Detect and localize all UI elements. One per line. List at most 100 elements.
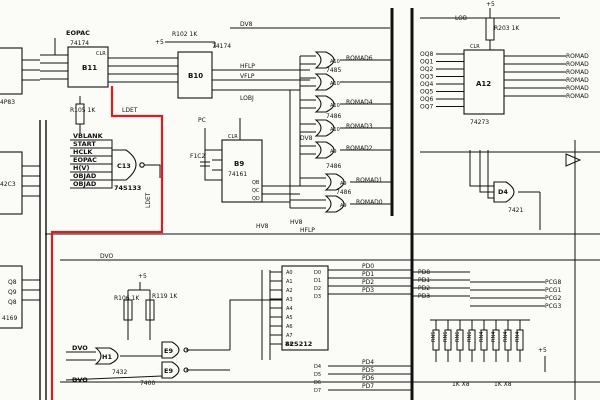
d4-label: D4 [498, 188, 508, 196]
g7421-label: 7421 [508, 207, 523, 214]
nand-gate-e9 [161, 341, 180, 359]
oq-2: OQ2 [420, 66, 433, 73]
plus5-right-label: +5 [486, 1, 495, 8]
left-chip-mid [0, 151, 23, 215]
xor-gate-7 [324, 195, 345, 213]
b10-ref-label: B10 [188, 72, 203, 80]
hv3-label: HV8 [290, 219, 303, 226]
xor-gate-1 [314, 51, 335, 69]
dvo2-lower-label: DVO [72, 376, 88, 384]
b9-qb-label: QB [252, 180, 260, 186]
or-gate-h1 [94, 347, 119, 365]
prom-pin-a1: A1 [286, 279, 293, 285]
rn-resistor-2 [456, 320, 464, 362]
pd-out-3: PD3 [362, 287, 374, 294]
p7432-label: 7432 [112, 369, 127, 376]
left-q-label-1: Q8 [8, 279, 17, 286]
prom-pin-a4: A4 [286, 306, 293, 312]
e9-label: E9 [164, 347, 173, 355]
rn-label-3: RN6 [467, 332, 473, 342]
nand-gate-e9b [161, 361, 180, 379]
n7486b-label: 7486 [326, 163, 341, 170]
a10-label-1: A10 [330, 59, 340, 65]
romad4-label: ROMAD4 [346, 99, 373, 106]
objad-label: OBJAD [73, 172, 97, 180]
eopac2-label: EOPAC [73, 156, 97, 164]
prom-pin-a5: A5 [286, 315, 293, 321]
romad-right-1: ROMAD [566, 61, 589, 68]
oq-5: OQ5 [420, 89, 433, 96]
start-label: START [73, 140, 96, 148]
pd-out-0: PD0 [362, 263, 374, 270]
ldet-label-top: LDET [122, 107, 138, 114]
xor-gate-5 [314, 141, 335, 159]
prom-data-pin-d1: D1 [314, 278, 321, 284]
left-q-label-3: Q8 [8, 299, 17, 306]
c13-ref-label: C13 [117, 162, 131, 170]
romad3-label: ROMAD3 [346, 123, 373, 130]
pd-out-1: PD1 [362, 271, 374, 278]
vflp-label: VFLP [240, 73, 255, 80]
pcg-2: PCG2 [545, 295, 561, 302]
plus5-label: +5 [155, 39, 164, 46]
b10-part-label: 74174 [212, 43, 231, 50]
b9-part-label: 74161 [228, 171, 247, 178]
a9-label-1: A9 [330, 149, 337, 155]
oq-7: OQ7 [420, 104, 433, 111]
left-chip-top-label: 4P83 [0, 99, 15, 106]
left-chip-wires [22, 59, 40, 301]
hflp2-label: HFLP [300, 227, 315, 234]
pc-label: PC [198, 117, 206, 124]
rn-resistor-6 [504, 320, 512, 362]
prom-pin-a6: A6 [286, 324, 293, 330]
dvo-label: DVO [100, 253, 114, 260]
rn-label-0: RN5 [431, 332, 437, 342]
plus5-lower-label: +5 [138, 273, 147, 280]
rn-resistor-7 [516, 320, 524, 362]
pd-low-out-1: PD5 [362, 367, 374, 374]
b11-part-label: 74174 [70, 40, 89, 47]
b9-wires [204, 118, 300, 203]
rn-value-label: 1K X8 [452, 381, 470, 388]
rn-label-6: RN4 [503, 332, 509, 342]
nand-gate-c13 [111, 149, 137, 181]
pd-low-out-0: PD4 [362, 359, 374, 366]
prom-data-low-pin-d6: D6 [314, 380, 321, 386]
r105-label: R105 1K [70, 107, 96, 114]
prom-pin-a2: A2 [286, 288, 293, 294]
n7485-label: 7485 [326, 67, 341, 74]
prom-pin-a7: A7 [286, 333, 293, 339]
objad-label-2: OBJAD [73, 180, 97, 188]
oq-0: OQ8 [420, 51, 433, 58]
a12-clr-label: CLR [470, 44, 480, 50]
r106-label: R106 1K [114, 295, 140, 302]
hflp-label: HFLP [240, 63, 255, 70]
oq-6: OQ6 [420, 96, 433, 103]
chip-a12 [463, 49, 505, 115]
romad-right-2: ROMAD [566, 69, 589, 76]
oq-1: OQ1 [420, 59, 433, 66]
b11-ref-label: B11 [82, 64, 97, 72]
prom-data-low-pin-d7: D7 [314, 388, 321, 394]
rn-label-5: RN4 [491, 332, 497, 342]
prom-data-pin-d2: D2 [314, 286, 321, 292]
xor-gate-6 [324, 173, 345, 191]
b10-in-wires [130, 57, 178, 83]
prom-data-pin-d0: D0 [314, 270, 321, 276]
r102-wire [165, 41, 216, 48]
a9-label-2: A9 [340, 181, 347, 187]
n7486c-label: 7486 [336, 189, 351, 196]
vblank-label: VBLANK [73, 132, 104, 140]
c13-part-label: 74S133 [114, 184, 141, 192]
prom-pin-a0: A0 [286, 270, 293, 276]
xor-gate-column [314, 51, 345, 213]
hclk-label: HCLK [73, 148, 93, 156]
